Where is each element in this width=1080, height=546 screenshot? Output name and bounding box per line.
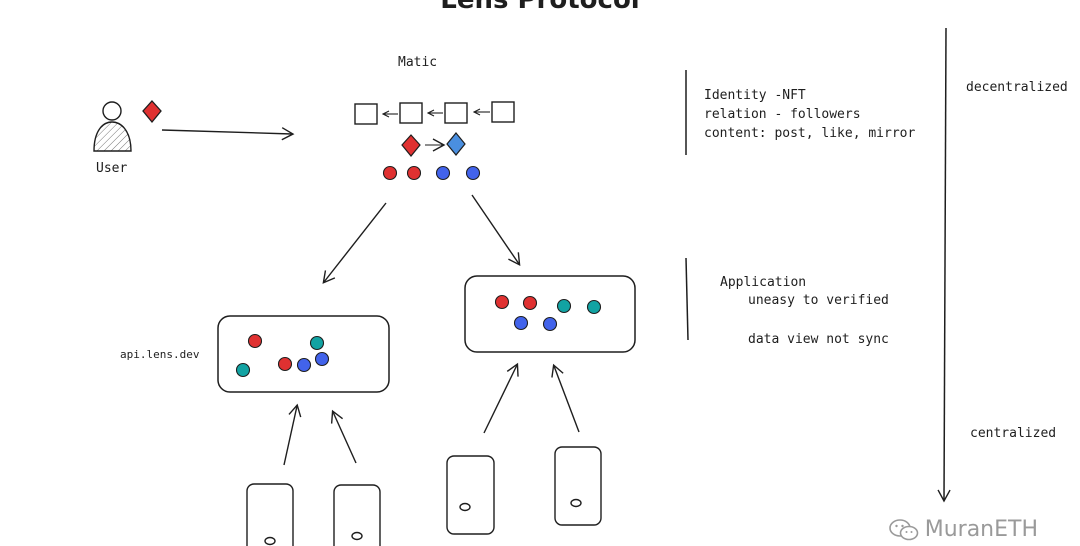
diagram-title: Lens Protocol bbox=[440, 0, 639, 15]
api-box bbox=[217, 315, 390, 393]
decentralized-label: decentralized bbox=[966, 80, 1068, 95]
diamond-icon bbox=[401, 134, 421, 157]
user-label: User bbox=[96, 161, 127, 176]
note-content: content: post, like, mirror bbox=[704, 126, 915, 141]
note-not-sync: data view not sync bbox=[748, 332, 889, 347]
user-icon bbox=[93, 101, 132, 152]
api-label: api.lens.dev bbox=[120, 348, 200, 361]
api-dots bbox=[235, 333, 330, 378]
centralized-label: centralized bbox=[970, 426, 1056, 441]
user-to-chain-arrow bbox=[161, 127, 295, 141]
block-icon bbox=[354, 103, 378, 125]
watermark: MuranETH bbox=[888, 517, 1038, 542]
token-transfer bbox=[401, 132, 466, 157]
matic-label: Matic bbox=[398, 55, 437, 70]
phone-icon bbox=[246, 483, 294, 546]
block-icon bbox=[399, 102, 423, 124]
application-dots bbox=[494, 294, 602, 332]
block-chain bbox=[354, 101, 515, 125]
block-icon bbox=[444, 102, 468, 124]
phone-icon bbox=[554, 446, 602, 526]
phone-icon bbox=[446, 455, 495, 535]
note-uneasy: uneasy to verified bbox=[748, 293, 889, 308]
phone-to-api-arrow bbox=[283, 403, 302, 466]
phone-to-app-arrow bbox=[551, 363, 580, 433]
block-icon bbox=[491, 101, 515, 123]
note-relation: relation - followers bbox=[704, 107, 861, 122]
diamond-icon bbox=[142, 100, 162, 124]
chain-to-api-arrow bbox=[322, 202, 387, 284]
decentralization-axis-arrow bbox=[937, 27, 951, 503]
wechat-icon bbox=[888, 518, 919, 540]
phone-to-api-arrow bbox=[330, 409, 357, 464]
chain-dots bbox=[382, 165, 481, 181]
app-notes-divider bbox=[685, 257, 689, 341]
chain-to-app-arrow bbox=[471, 194, 521, 267]
note-identity: Identity -NFT bbox=[704, 88, 806, 103]
phone-to-app-arrow bbox=[483, 362, 519, 434]
application-box bbox=[464, 275, 636, 353]
note-application: Application bbox=[720, 275, 806, 290]
diamond-icon bbox=[446, 132, 466, 156]
phone-icon bbox=[333, 484, 381, 546]
watermark-text: MuranETH bbox=[924, 517, 1038, 542]
